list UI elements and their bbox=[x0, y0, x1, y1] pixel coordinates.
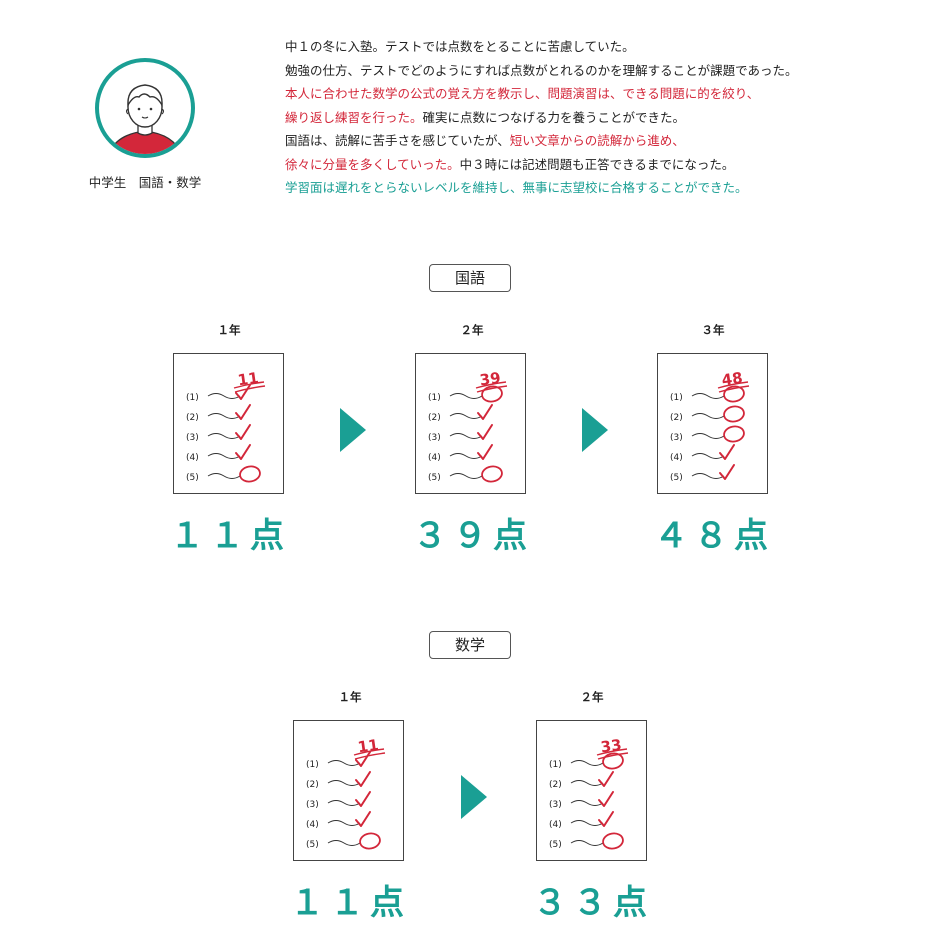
check-mark-icon bbox=[235, 444, 251, 460]
progress-arrow-icon bbox=[461, 775, 487, 819]
question-number: (4) bbox=[549, 820, 562, 830]
test-paper-drawing: 39(1)(2)(3)(4)(5) bbox=[428, 369, 508, 483]
check-mark-icon bbox=[598, 771, 614, 787]
question-number: (1) bbox=[186, 393, 199, 403]
japanese-test-sheet-3: 48(1)(2)(3)(4)(5) bbox=[657, 353, 768, 494]
question-number: (5) bbox=[186, 473, 199, 483]
question-number: (3) bbox=[549, 800, 562, 810]
question-number: (3) bbox=[186, 433, 199, 443]
japanese-year-3-label: ３年 bbox=[701, 323, 725, 337]
math-year-2-label: ２年 bbox=[580, 690, 604, 704]
question-number: (5) bbox=[428, 473, 441, 483]
japanese-year-2-label: ２年 bbox=[460, 323, 484, 337]
student-avatar bbox=[94, 57, 196, 159]
math-test-sheet-1: 11(1)(2)(3)(4)(5) bbox=[293, 720, 404, 861]
japanese-test-sheet-1: 11(1)(2)(3)(4)(5) bbox=[173, 353, 284, 494]
story-line-6-rest: 中３時には記述問題も正答できるまでになった。 bbox=[459, 156, 735, 172]
circle-mark-icon bbox=[723, 385, 745, 403]
check-mark-icon bbox=[598, 811, 614, 827]
test-paper-drawing: 33(1)(2)(3)(4)(5) bbox=[549, 736, 629, 850]
japanese-score-3: ４８点 bbox=[654, 516, 774, 556]
student-avatar-illustration bbox=[95, 58, 195, 158]
circle-mark-icon bbox=[481, 385, 503, 403]
story-line-4-rest: 確実に点数につなげる力を養うことができた。 bbox=[422, 109, 686, 125]
story-text: 中１の冬に入塾。テストでは点数をとることに苦慮していた。 勉強の仕方、テストでど… bbox=[285, 35, 925, 200]
story-line-4-highlight: 繰り返し練習を行った。 bbox=[285, 109, 423, 125]
question-number: (2) bbox=[186, 413, 199, 423]
question-number: (1) bbox=[306, 760, 319, 770]
story-line-3: 本人に合わせた数学の公式の覚え方を教示し、問題演習は、できる問題に的を絞り、 bbox=[285, 86, 760, 101]
story-line-2: 勉強の仕方、テストでどのようにすれば点数がとれるのかを理解することが課題であった… bbox=[285, 62, 798, 78]
japanese-section-label: 国語 bbox=[429, 264, 511, 292]
test-paper-drawing: 48(1)(2)(3)(4)(5) bbox=[670, 369, 750, 483]
japanese-year-1-label: １年 bbox=[217, 323, 241, 337]
math-score-2: ３３点 bbox=[533, 883, 653, 923]
question-number: (4) bbox=[186, 453, 199, 463]
story-line-1: 中１の冬に入塾。テストでは点数をとることに苦慮していた。 bbox=[285, 39, 635, 54]
story-line-5-start: 国語は、読解に苦手さを感じていたが、 bbox=[285, 133, 510, 148]
circle-mark-icon bbox=[239, 465, 261, 483]
check-mark-icon bbox=[477, 424, 493, 440]
math-score-1: １１点 bbox=[290, 883, 410, 923]
question-number: (4) bbox=[428, 453, 441, 463]
check-mark-icon bbox=[355, 791, 371, 807]
japanese-score-1: １１点 bbox=[170, 516, 290, 556]
question-number: (1) bbox=[428, 393, 441, 403]
math-section-label: 数学 bbox=[429, 631, 511, 659]
check-mark-icon bbox=[355, 811, 371, 827]
story-line-6: 徐々に分量を多くしていった。中３時には記述問題も正答できるまでになった。 bbox=[285, 153, 925, 177]
circle-mark-icon bbox=[359, 832, 381, 850]
check-mark-icon bbox=[598, 791, 614, 807]
progress-arrow-icon bbox=[340, 408, 366, 452]
test-paper-drawing: 11(1)(2)(3)(4)(5) bbox=[306, 736, 386, 850]
story-line-5-highlight: 短い文章からの読解から進め、 bbox=[509, 133, 685, 148]
question-number: (3) bbox=[428, 433, 441, 443]
japanese-test-sheet-2: 39(1)(2)(3)(4)(5) bbox=[415, 353, 526, 494]
check-mark-icon bbox=[235, 384, 251, 400]
question-number: (4) bbox=[306, 820, 319, 830]
japanese-score-2: ３９点 bbox=[413, 516, 533, 556]
circle-mark-icon bbox=[602, 832, 624, 850]
check-mark-icon bbox=[355, 771, 371, 787]
progress-arrow-icon bbox=[582, 408, 608, 452]
question-number: (2) bbox=[306, 780, 319, 790]
student-caption: 中学生 国語・数学 bbox=[88, 175, 202, 190]
story-line-6-highlight: 徐々に分量を多くしていった。 bbox=[285, 156, 460, 172]
question-number: (2) bbox=[549, 780, 562, 790]
story-line-4: 繰り返し練習を行った。確実に点数につなげる力を養うことができた。 bbox=[285, 106, 925, 130]
check-mark-icon bbox=[477, 404, 493, 420]
math-test-sheet-2: 33(1)(2)(3)(4)(5) bbox=[536, 720, 647, 861]
check-mark-icon bbox=[235, 424, 251, 440]
check-mark-icon bbox=[477, 444, 493, 460]
question-number: (2) bbox=[428, 413, 441, 423]
question-number: (4) bbox=[670, 453, 683, 463]
circle-mark-icon bbox=[723, 405, 745, 423]
question-number: (1) bbox=[549, 760, 562, 770]
check-mark-icon bbox=[235, 404, 251, 420]
circle-mark-icon bbox=[602, 752, 624, 770]
check-mark-icon bbox=[719, 464, 735, 480]
question-number: (5) bbox=[549, 840, 562, 850]
check-mark-icon bbox=[719, 444, 735, 460]
question-number: (2) bbox=[670, 413, 683, 423]
story-line-7: 学習面は遅れをとらないレベルを維持し、無事に志望校に合格することができた。 bbox=[285, 180, 748, 195]
question-number: (1) bbox=[670, 393, 683, 403]
circle-mark-icon bbox=[723, 425, 745, 443]
math-year-1-label: １年 bbox=[338, 690, 362, 704]
story-line-5: 国語は、読解に苦手さを感じていたが、短い文章からの読解から進め、 bbox=[285, 129, 925, 153]
question-number: (5) bbox=[306, 840, 319, 850]
test-paper-drawing: 11(1)(2)(3)(4)(5) bbox=[186, 369, 266, 483]
question-number: (5) bbox=[670, 473, 683, 483]
check-mark-icon bbox=[355, 751, 371, 767]
question-number: (3) bbox=[306, 800, 319, 810]
circle-mark-icon bbox=[481, 465, 503, 483]
question-number: (3) bbox=[670, 433, 683, 443]
